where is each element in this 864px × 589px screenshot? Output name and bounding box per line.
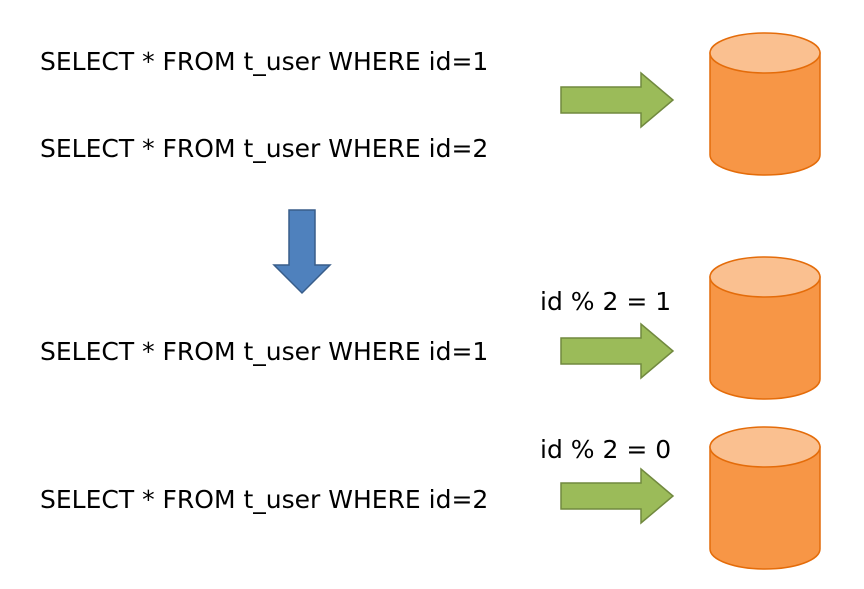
arrow-down-icon xyxy=(272,209,332,295)
arrow-right-icon xyxy=(560,468,674,524)
top-query-id-2: SELECT * FROM t_user WHERE id=2 xyxy=(40,134,488,163)
database-icon xyxy=(709,426,821,570)
database-icon xyxy=(709,32,821,176)
arrow-right-icon xyxy=(560,323,674,379)
top-query-id-1: SELECT * FROM t_user WHERE id=1 xyxy=(40,47,488,76)
arrow-right-icon xyxy=(560,72,674,128)
bottom-query-id-1: SELECT * FROM t_user WHERE id=1 xyxy=(40,337,488,366)
bottom-query-id-2: SELECT * FROM t_user WHERE id=2 xyxy=(40,485,488,514)
shard-rule-even: id % 2 = 0 xyxy=(540,435,671,464)
database-icon xyxy=(709,256,821,400)
shard-rule-odd: id % 2 = 1 xyxy=(540,287,671,316)
